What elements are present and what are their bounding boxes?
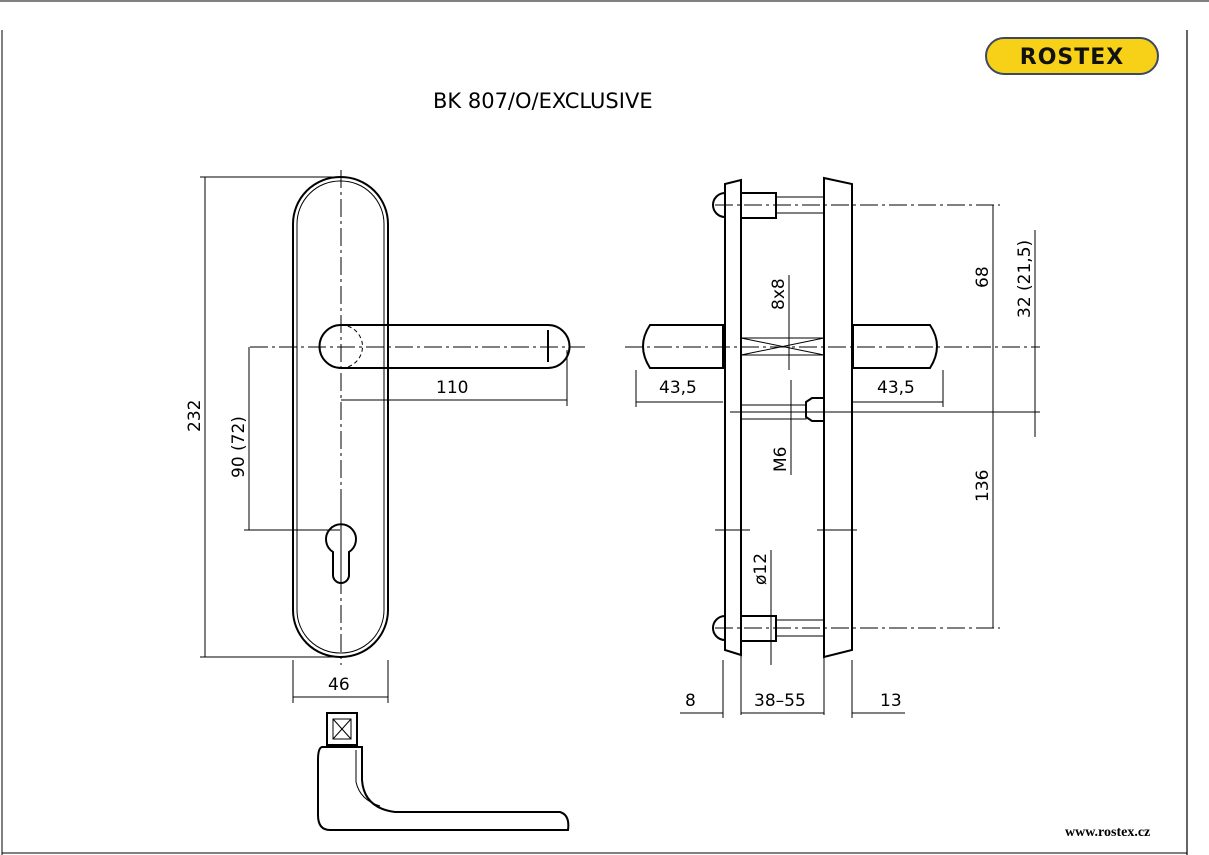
dim-8: 8 — [685, 691, 696, 711]
dim-46: 46 — [328, 675, 350, 695]
side-view-assembly — [625, 176, 1040, 715]
dim-68: 68 — [973, 266, 993, 288]
dim-lever-right: 43,5 — [877, 378, 915, 398]
website-link[interactable]: www.rostex.cz — [1065, 825, 1150, 840]
dim-lever-left: 43,5 — [659, 378, 697, 398]
front-view-dimensions — [200, 176, 568, 703]
dim-pin-12: ø12 — [751, 553, 771, 585]
rostex-logo: ROSTEX — [985, 37, 1159, 75]
dim-32-21-5: 32 (21,5) — [1015, 240, 1035, 318]
dim-136: 136 — [973, 470, 993, 502]
dim-232: 232 — [185, 400, 205, 432]
front-view-backplate — [250, 170, 585, 665]
dim-spindle-8x8: 8x8 — [769, 278, 789, 310]
lever-side-view — [317, 712, 570, 831]
svg-text:ROSTEX: ROSTEX — [1020, 45, 1124, 70]
side-view-dimensions — [635, 205, 1036, 718]
dim-90-72: 90 (72) — [229, 416, 249, 478]
dim-13: 13 — [880, 691, 902, 711]
drawing-title: BK 807/O/EXCLUSIVE — [433, 89, 653, 113]
dim-38-55: 38–55 — [754, 691, 806, 711]
dim-110: 110 — [436, 378, 468, 398]
dim-m6: M6 — [771, 447, 791, 472]
